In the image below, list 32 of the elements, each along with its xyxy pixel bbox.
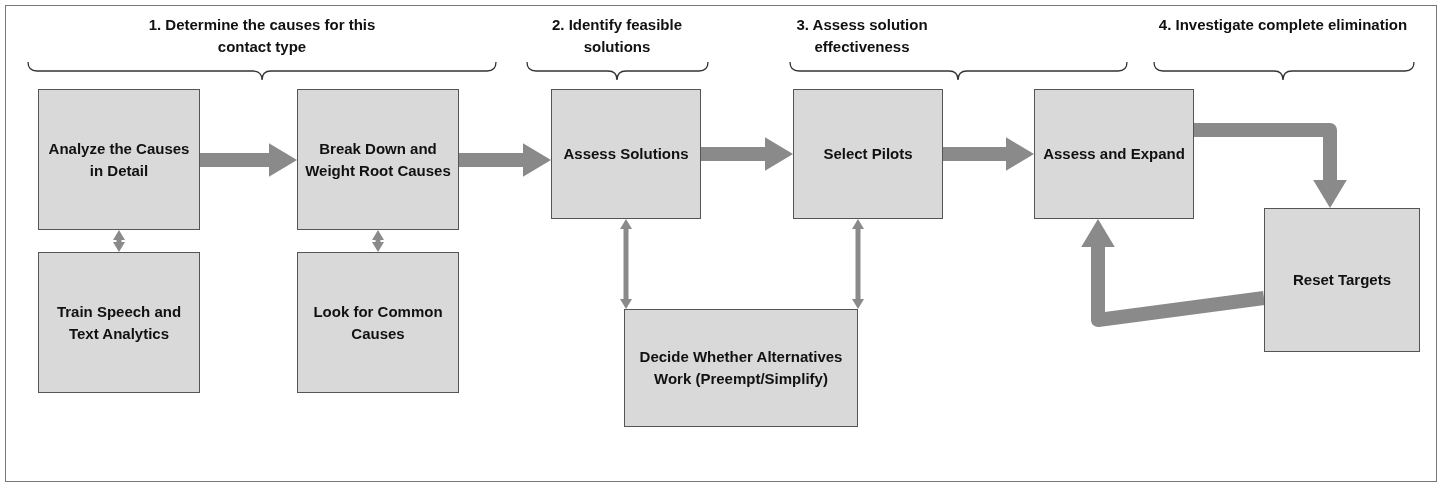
phase-heading: 3. Assess solution effectiveness [795, 15, 929, 57]
process-box [38, 252, 200, 393]
block-arrow [1084, 219, 1265, 327]
process-box [38, 89, 200, 230]
block-arrow [1194, 123, 1344, 208]
double-arrow [373, 230, 383, 252]
step-text: Assess Solutions [563, 144, 689, 165]
block-arrow [200, 146, 297, 174]
process-box [1264, 208, 1420, 352]
step-text: Break Down and Weight Root Causes [304, 138, 452, 181]
block-arrow [701, 140, 793, 168]
process-box [551, 89, 701, 219]
phase-heading: 4. Investigate complete elimination [1157, 15, 1409, 35]
process-box [297, 252, 459, 393]
step-text: Decide Whether Alternatives Work (Preempt/Simplify) [638, 347, 844, 389]
step-text: Select Pilots [823, 144, 913, 165]
phase-heading: 1. Determine the causes for this contact type [147, 15, 377, 57]
process-box [793, 89, 943, 219]
double-arrow [621, 219, 631, 309]
phase-heading: 2. Identify feasible solutions [550, 15, 683, 57]
step-text: Look for Common Causes [312, 301, 444, 344]
block-arrow [943, 140, 1034, 168]
double-arrow [114, 230, 124, 252]
block-arrow [459, 146, 551, 174]
process-box [624, 309, 858, 427]
step-text: Train Speech and Text Analytics [55, 301, 183, 344]
process-box [297, 89, 459, 230]
step-text: Analyze the Causes in Detail [47, 138, 191, 181]
double-arrow [853, 219, 863, 309]
step-text: Reset Targets [1292, 270, 1392, 291]
process-box [1034, 89, 1194, 219]
step-text: Assess and Expand [1043, 144, 1185, 165]
